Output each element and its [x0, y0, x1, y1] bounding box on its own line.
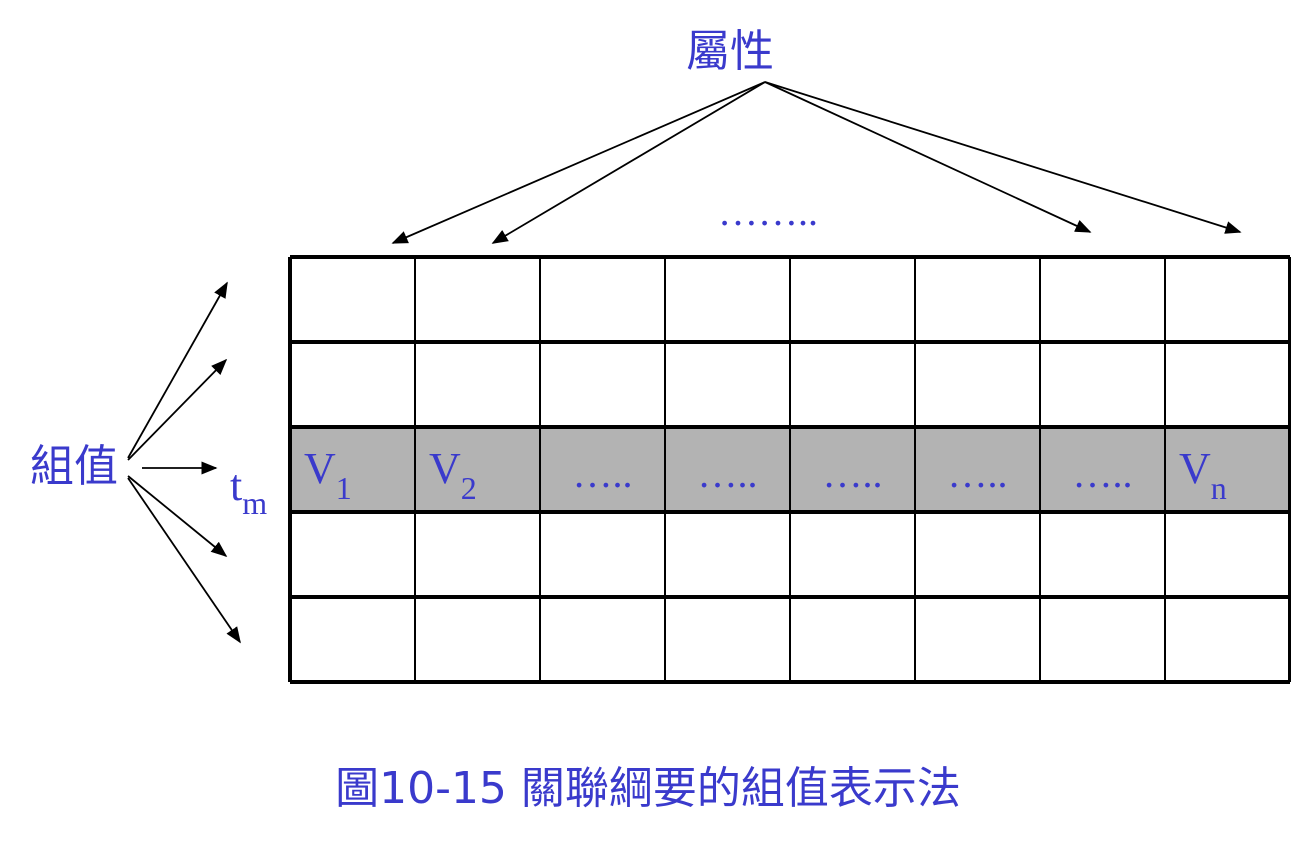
figure-caption: 圖10-15 關聯綱要的組值表示法 — [335, 763, 961, 814]
tuple-value-5: ….. — [823, 451, 883, 496]
attribute-arrow-4 — [764, 81, 1242, 234]
attribute-arrow-2 — [491, 81, 766, 244]
tuple-arrow-1 — [127, 281, 228, 459]
tuple-value-sub: 2 — [461, 470, 477, 506]
tuple-arrow-5 — [127, 477, 241, 644]
tuple-value-2: V2 — [429, 444, 477, 506]
tuple-arrow-2 — [127, 358, 228, 461]
tuple-value-4: ….. — [698, 451, 758, 496]
tuple-value-base: V — [429, 444, 461, 493]
tuple-value-3: ….. — [573, 451, 633, 496]
row-label-sub: m — [242, 485, 267, 521]
tuple-value-1: V1 — [304, 444, 352, 506]
tuple-value-base: V — [1179, 444, 1211, 493]
row-label-base: t — [230, 461, 242, 510]
tuple-arrow-4 — [127, 475, 228, 558]
tuple-arrows — [127, 281, 241, 644]
tuple-label: 組值 — [30, 441, 118, 492]
tuple-value-8: Vn — [1179, 444, 1227, 506]
attribute-label: 屬性 — [686, 26, 774, 77]
tuple-value-6: ….. — [948, 451, 1008, 496]
attribute-arrow-3 — [764, 81, 1092, 233]
attribute-ellipsis: …….. — [718, 189, 818, 234]
tuple-value-sub: 1 — [336, 470, 352, 506]
row-label: tm — [230, 461, 267, 521]
attribute-arrows — [391, 81, 1242, 244]
tuple-value-sub: n — [1211, 470, 1227, 506]
tuple-value-base: V — [304, 444, 336, 493]
tuple-value-7: ….. — [1073, 451, 1133, 496]
attribute-arrow-1 — [391, 81, 766, 244]
